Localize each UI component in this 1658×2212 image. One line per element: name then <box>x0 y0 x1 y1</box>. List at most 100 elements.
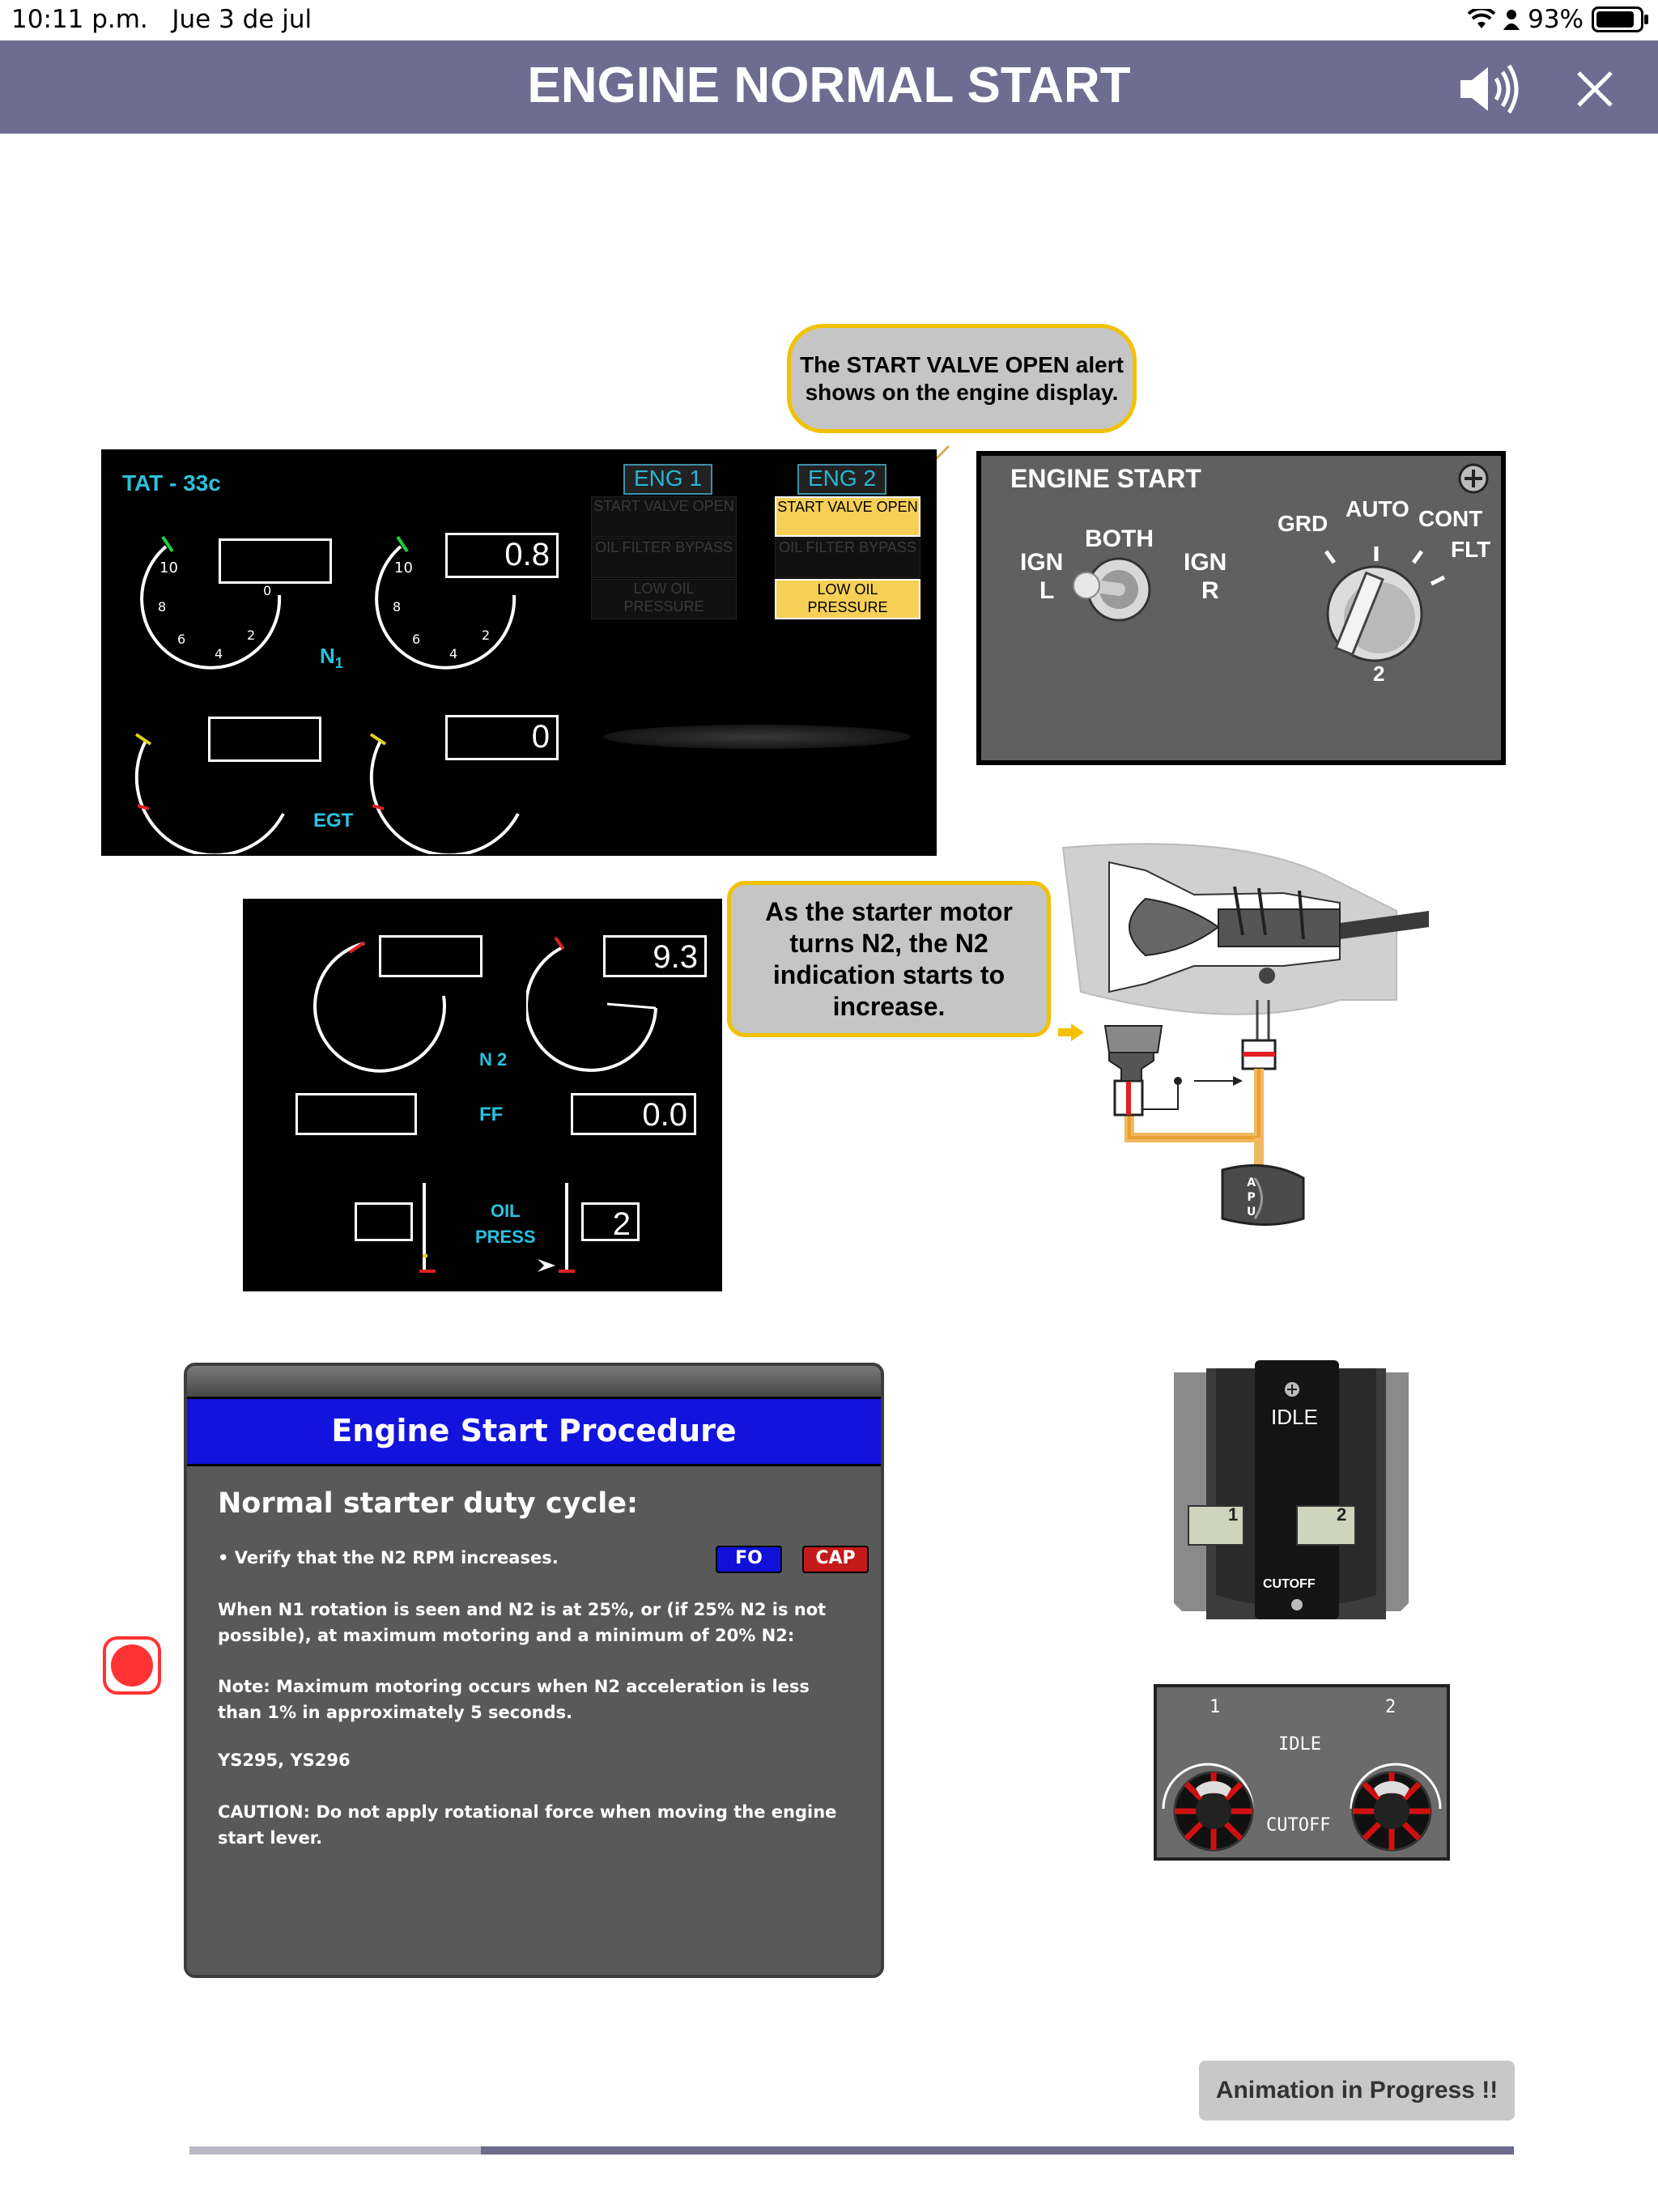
quadrant-lever-1-label: 1 <box>1228 1504 1239 1525</box>
ff-eng1-value <box>295 1093 417 1135</box>
n1-eng1-value <box>219 538 332 584</box>
engine-start-panel: ENGINE START BOTH IGN L IGN R GRD AUTO C… <box>976 451 1506 765</box>
svg-text:0: 0 <box>263 583 271 598</box>
switch-label-flt: FLT <box>1451 537 1491 562</box>
svg-text:6: 6 <box>412 632 420 647</box>
n2-eng2-value: 9.3 <box>603 935 707 977</box>
header-bar: ENGINE NORMAL START <box>0 40 1658 134</box>
engine-air-start-diagram <box>1061 843 1429 1226</box>
alert-eng2-oil-filter: OIL FILTER BYPASS <box>775 538 920 578</box>
progress-track[interactable] <box>189 2146 1514 2155</box>
quadrant-idle-label: IDLE <box>1271 1405 1318 1429</box>
engine-display: TAT - 33c 10 8 6 4 2 0 10 8 6 4 2 0.8 N1… <box>101 449 937 856</box>
egt-gauge-eng1 <box>134 733 285 854</box>
svg-text:4: 4 <box>449 646 457 661</box>
engine-start-rotary-switch[interactable] <box>1302 529 1456 666</box>
procedure-para-1: When N1 rotation is seen and N2 is at 25… <box>218 1600 827 1645</box>
egt-eng1-value <box>208 717 321 762</box>
procedure-para-4: CAUTION: Do not apply rotational force w… <box>218 1802 837 1848</box>
n1-label: N1 <box>320 644 343 672</box>
record-button[interactable] <box>103 1636 161 1695</box>
switch-label-auto: AUTO <box>1346 496 1409 521</box>
quadrant-cutoff-label: CUTOFF <box>1263 1577 1316 1591</box>
cutoff-panel-1-label: 1 <box>1209 1697 1221 1717</box>
alert-eng2-start-valve: START VALVE OPEN <box>775 496 920 537</box>
smoke-shape <box>603 725 911 749</box>
procedure-para-2: Note: Maximum motoring occurs when N2 ac… <box>218 1677 810 1722</box>
svg-text:2: 2 <box>482 627 490 643</box>
svg-text:10: 10 <box>394 559 413 576</box>
procedure-panel: Engine Start Procedure Normal starter du… <box>184 1363 884 1978</box>
tat-readout: TAT - 33c <box>122 470 221 496</box>
svg-text:8: 8 <box>158 599 166 615</box>
egt-gauge-eng2 <box>369 733 520 854</box>
switch-label-both: BOTH <box>1085 525 1154 552</box>
egt-eng2-value: 0 <box>445 715 559 760</box>
cutoff-panel-cutoff-label: CUTOFF <box>1266 1815 1331 1836</box>
close-icon[interactable] <box>1571 65 1619 113</box>
ff-eng2-value: 0.0 <box>571 1093 696 1135</box>
cutoff-knob-1-icon <box>1173 1771 1254 1852</box>
status-bar: 10:11 p.m. Jue 3 de jul 93% <box>0 0 1658 40</box>
quadrant-lever-2-label: 2 <box>1337 1504 1347 1525</box>
n1-gauge-eng2: 10 8 6 4 2 <box>375 535 517 670</box>
svg-text:2: 2 <box>247 627 255 643</box>
fo-badge[interactable]: FO <box>716 1546 782 1573</box>
oil-tape-eng2 <box>538 1183 575 1273</box>
procedure-heading: Normal starter duty cycle: <box>218 1487 638 1520</box>
oil-eng1-value <box>355 1202 413 1241</box>
svg-text:8: 8 <box>393 599 401 615</box>
procedure-panel-topbar <box>187 1366 881 1398</box>
tab-eng2: ENG 2 <box>797 464 886 495</box>
plus-screw-icon <box>1458 463 1489 494</box>
svg-text:4: 4 <box>215 646 223 661</box>
n2-eng1-value <box>379 935 483 977</box>
status-time: 10:11 p.m. Jue 3 de jul <box>11 5 312 34</box>
callout-start-valve: The START VALVE OPEN alert shows on the … <box>787 324 1137 433</box>
alert-eng2-low-oil: LOW OIL PRESSURE <box>775 579 920 619</box>
start-lever-quadrant <box>1174 1360 1409 1619</box>
person-icon <box>1503 10 1520 30</box>
oil-tape-eng1 <box>419 1183 436 1273</box>
n2-label: N 2 <box>479 1049 508 1070</box>
switch-label-ign-r: IGN <box>1184 549 1227 576</box>
switch-label-l: L <box>1039 577 1055 604</box>
procedure-para-3: YS295, YS296 <box>218 1750 351 1770</box>
cutoff-panel-idle-label: IDLE <box>1278 1734 1321 1755</box>
callout-n2-increase: As the starter motor turns N2, the N2 in… <box>727 881 1051 1037</box>
record-icon <box>111 1644 153 1687</box>
ff-label: FF <box>479 1104 504 1125</box>
switch-label-r: R <box>1201 577 1219 604</box>
oil-eng2-value: 2 <box>581 1202 640 1242</box>
animation-status-button[interactable]: Animation in Progress !! <box>1199 2061 1515 2121</box>
engine-start-title: ENGINE START <box>1010 464 1201 493</box>
alert-eng1-low-oil: LOW OIL PRESSURE <box>591 579 737 619</box>
n1-gauge-eng1: 10 8 6 4 2 0 <box>140 535 282 670</box>
n1-eng2-value: 0.8 <box>445 533 559 578</box>
fuel-cutoff-panel: 1 2 IDLE CUTOFF <box>1154 1684 1450 1861</box>
callout-arrow-right-icon <box>1058 1023 1084 1041</box>
speaker-icon[interactable] <box>1457 61 1522 117</box>
svg-text:6: 6 <box>177 632 185 647</box>
procedure-bullet: • Verify that the N2 RPM increases. <box>218 1548 559 1568</box>
cutoff-lever-knobs <box>1162 1763 1442 1852</box>
battery-icon <box>1592 6 1648 32</box>
progress-fill <box>189 2146 481 2155</box>
alert-eng1-start-valve: START VALVE OPEN <box>591 496 737 537</box>
tab-eng1: ENG 1 <box>623 464 712 495</box>
switch-label-grd: GRD <box>1278 511 1329 536</box>
switch-label-2: 2 <box>1373 661 1385 686</box>
svg-text:10: 10 <box>159 559 178 576</box>
wifi-icon <box>1468 9 1496 28</box>
battery-percent: 93% <box>1528 5 1584 34</box>
cutoff-knob-2-icon <box>1351 1771 1432 1852</box>
n2-gauge-eng1 <box>313 941 446 1073</box>
cap-badge[interactable]: CAP <box>802 1546 869 1573</box>
alert-eng1-oil-filter: OIL FILTER BYPASS <box>591 538 737 578</box>
status-right: 93% <box>1468 5 1648 34</box>
n2-gauge-eng2 <box>526 936 657 1072</box>
ignition-toggle-switch[interactable] <box>1069 553 1166 626</box>
